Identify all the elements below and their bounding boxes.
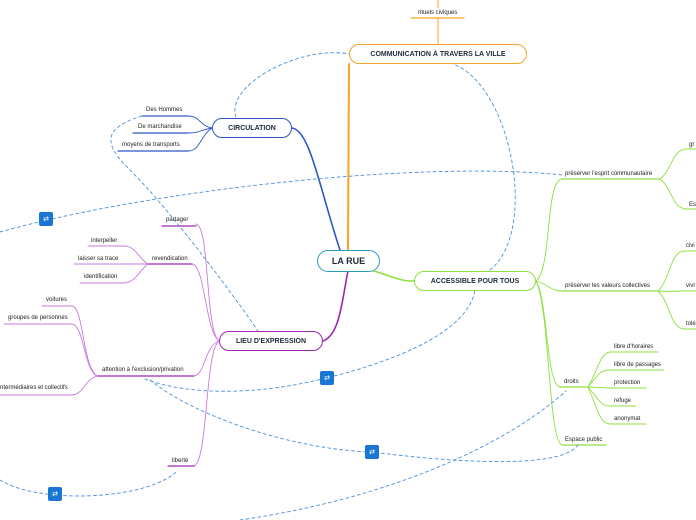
expression-node[interactable]: LIEU D'EXPRESSION <box>219 331 323 351</box>
crosslink-left-liberte <box>0 469 179 497</box>
tole-line <box>657 290 696 330</box>
partager-label[interactable]: partager <box>166 217 189 223</box>
gr-label[interactable]: gr <box>689 142 695 148</box>
circ-link-1 <box>187 115 213 129</box>
refuge-line <box>587 386 637 407</box>
link-badge[interactable]: ⇄ <box>365 445 379 459</box>
anonymat-line <box>587 386 647 425</box>
crosslink-communication-accessible <box>449 62 516 271</box>
refuge-label[interactable]: refuge <box>614 398 632 404</box>
link-badge[interactable]: ⇄ <box>39 212 53 226</box>
protection-line <box>587 386 647 389</box>
identification-line <box>79 263 149 284</box>
exp-link-revendication <box>191 263 220 342</box>
trace-label[interactable]: laisser sa trace <box>78 256 119 262</box>
communication-node[interactable]: COMMUNICATION À TRAVERS LA VILLE <box>349 44 527 64</box>
circulation-node[interactable]: CIRCULATION <box>212 118 292 138</box>
valeurs-label[interactable]: préserver les valeurs collectives <box>565 283 651 289</box>
horaires-label[interactable]: libre d'horaires <box>614 344 654 350</box>
voitures-line <box>41 305 98 377</box>
marchandise-label[interactable]: De marchandise <box>138 124 182 130</box>
accessible-node[interactable]: ACCESSIBLE POUR TOUS <box>414 271 536 291</box>
intermediaires-line <box>0 375 98 396</box>
acc-link-valeurs <box>535 280 563 292</box>
es-line <box>659 178 696 210</box>
crosslink-circulation-communication <box>234 52 350 118</box>
protection-label[interactable]: protection <box>614 380 641 386</box>
exp-link-exclusion <box>193 340 220 377</box>
groupes-line <box>3 323 98 377</box>
crosslink-left-communautaire <box>0 170 563 233</box>
crosslink-desHommes-expression <box>110 115 259 332</box>
rituels-civiques-label[interactable]: rituels civiques <box>418 10 458 16</box>
revendication-label[interactable]: revendication <box>152 256 188 262</box>
crosslink-exclusion-espace <box>149 379 579 463</box>
branch-expression-line <box>322 270 349 342</box>
anonymat-label[interactable]: anonymat <box>614 416 641 422</box>
passages-label[interactable]: libre de passages <box>614 362 662 368</box>
branch-circulation-line <box>291 127 341 251</box>
gr-line <box>659 148 696 180</box>
exp-link-liberte <box>193 340 220 467</box>
droits-label[interactable]: droits <box>564 379 579 385</box>
acc-link-communautaire <box>535 178 563 282</box>
voitures-label[interactable]: voitures <box>46 297 68 303</box>
civi-line <box>657 250 696 292</box>
center-node[interactable]: LA RUE <box>317 250 380 272</box>
exp-link-partager <box>195 223 220 342</box>
circ-link-2 <box>187 127 213 134</box>
interpeller-line <box>87 245 149 265</box>
intermediaires-label[interactable]: ntermédiaires et collectifs <box>0 385 68 391</box>
es-label[interactable]: Es <box>689 202 696 208</box>
branch-accessible-line <box>369 269 415 282</box>
tole-label[interactable]: tolé <box>686 321 696 327</box>
liberte-label[interactable]: liberté <box>172 458 189 464</box>
passages-line <box>587 369 665 388</box>
vivr-label[interactable]: vivr <box>686 283 696 289</box>
espace-public-label[interactable]: Espace public <box>565 437 603 443</box>
branch-communication-line <box>347 63 350 251</box>
des-hommes-label[interactable]: Des Hommes <box>146 107 183 113</box>
circ-link-3 <box>187 127 213 152</box>
link-badge[interactable]: ⇄ <box>48 487 62 501</box>
crosslink-bottom-droits <box>239 390 567 520</box>
civi-label[interactable]: civi <box>686 243 695 249</box>
identification-label[interactable]: identification <box>84 274 118 280</box>
acc-link-espace <box>535 280 563 446</box>
link-badge[interactable]: ⇄ <box>320 371 334 385</box>
interpeller-label[interactable]: interpeller <box>91 238 118 244</box>
communautaire-label[interactable]: préserver l'esprit communautaire <box>565 171 653 177</box>
acc-link-droits <box>535 280 561 388</box>
horaires-line <box>587 351 659 388</box>
exclusion-label[interactable]: attention à l'exclusion/privation <box>102 367 184 373</box>
groupes-label[interactable]: groupes de personnes <box>8 315 68 321</box>
transports-label[interactable]: moyens de transports <box>122 142 180 148</box>
